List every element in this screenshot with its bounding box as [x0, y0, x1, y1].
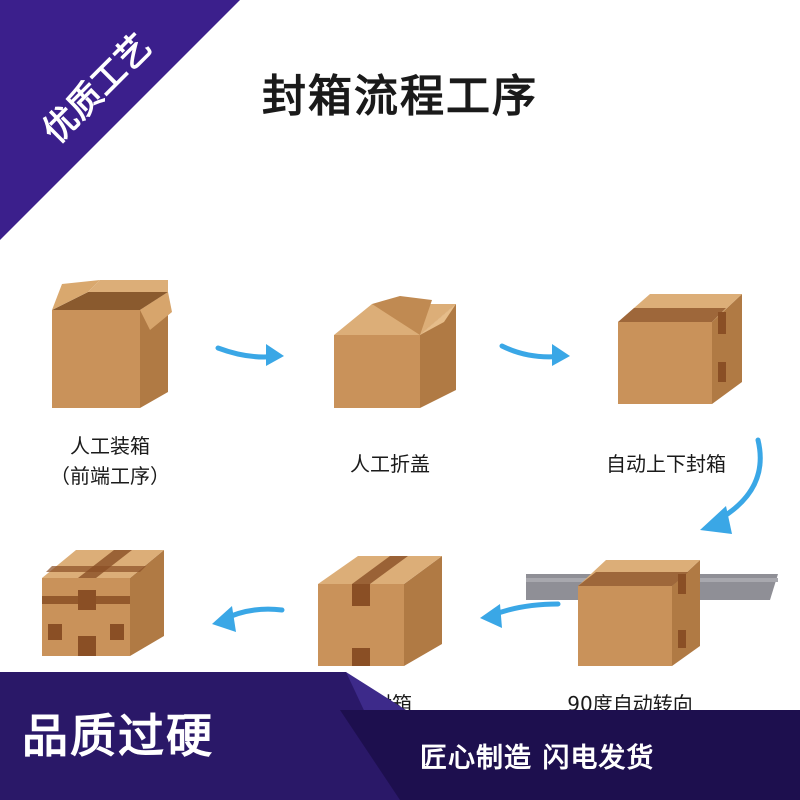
service-slogan: 匠心制造 闪电发货: [420, 743, 655, 774]
turning-box-image: [526, 560, 778, 666]
flow-arrow-down: [700, 437, 763, 534]
flow-arrow-right: [499, 343, 570, 366]
flow-arrow-left: [212, 606, 285, 632]
corner-banner: [0, 0, 240, 240]
flow-arrow-right: [215, 344, 284, 366]
quality-slogan: 品质过硬: [22, 709, 214, 763]
bottom-banner: [0, 672, 800, 800]
step-1-label: 人工装箱: [70, 434, 150, 458]
taped-box-image: [618, 294, 742, 404]
step-1-sublabel: （前端工序）: [50, 464, 170, 488]
page-title: 封箱流程工序: [262, 71, 538, 122]
open-box-image: [52, 280, 172, 408]
sealed-box-image: [318, 556, 442, 666]
finished-box-image: [42, 550, 164, 656]
step-2-label: 人工折盖: [350, 452, 430, 476]
step-3-label: 自动上下封箱: [606, 452, 726, 476]
flow-arrow-left: [480, 601, 561, 628]
folding-box-image: [334, 296, 456, 408]
